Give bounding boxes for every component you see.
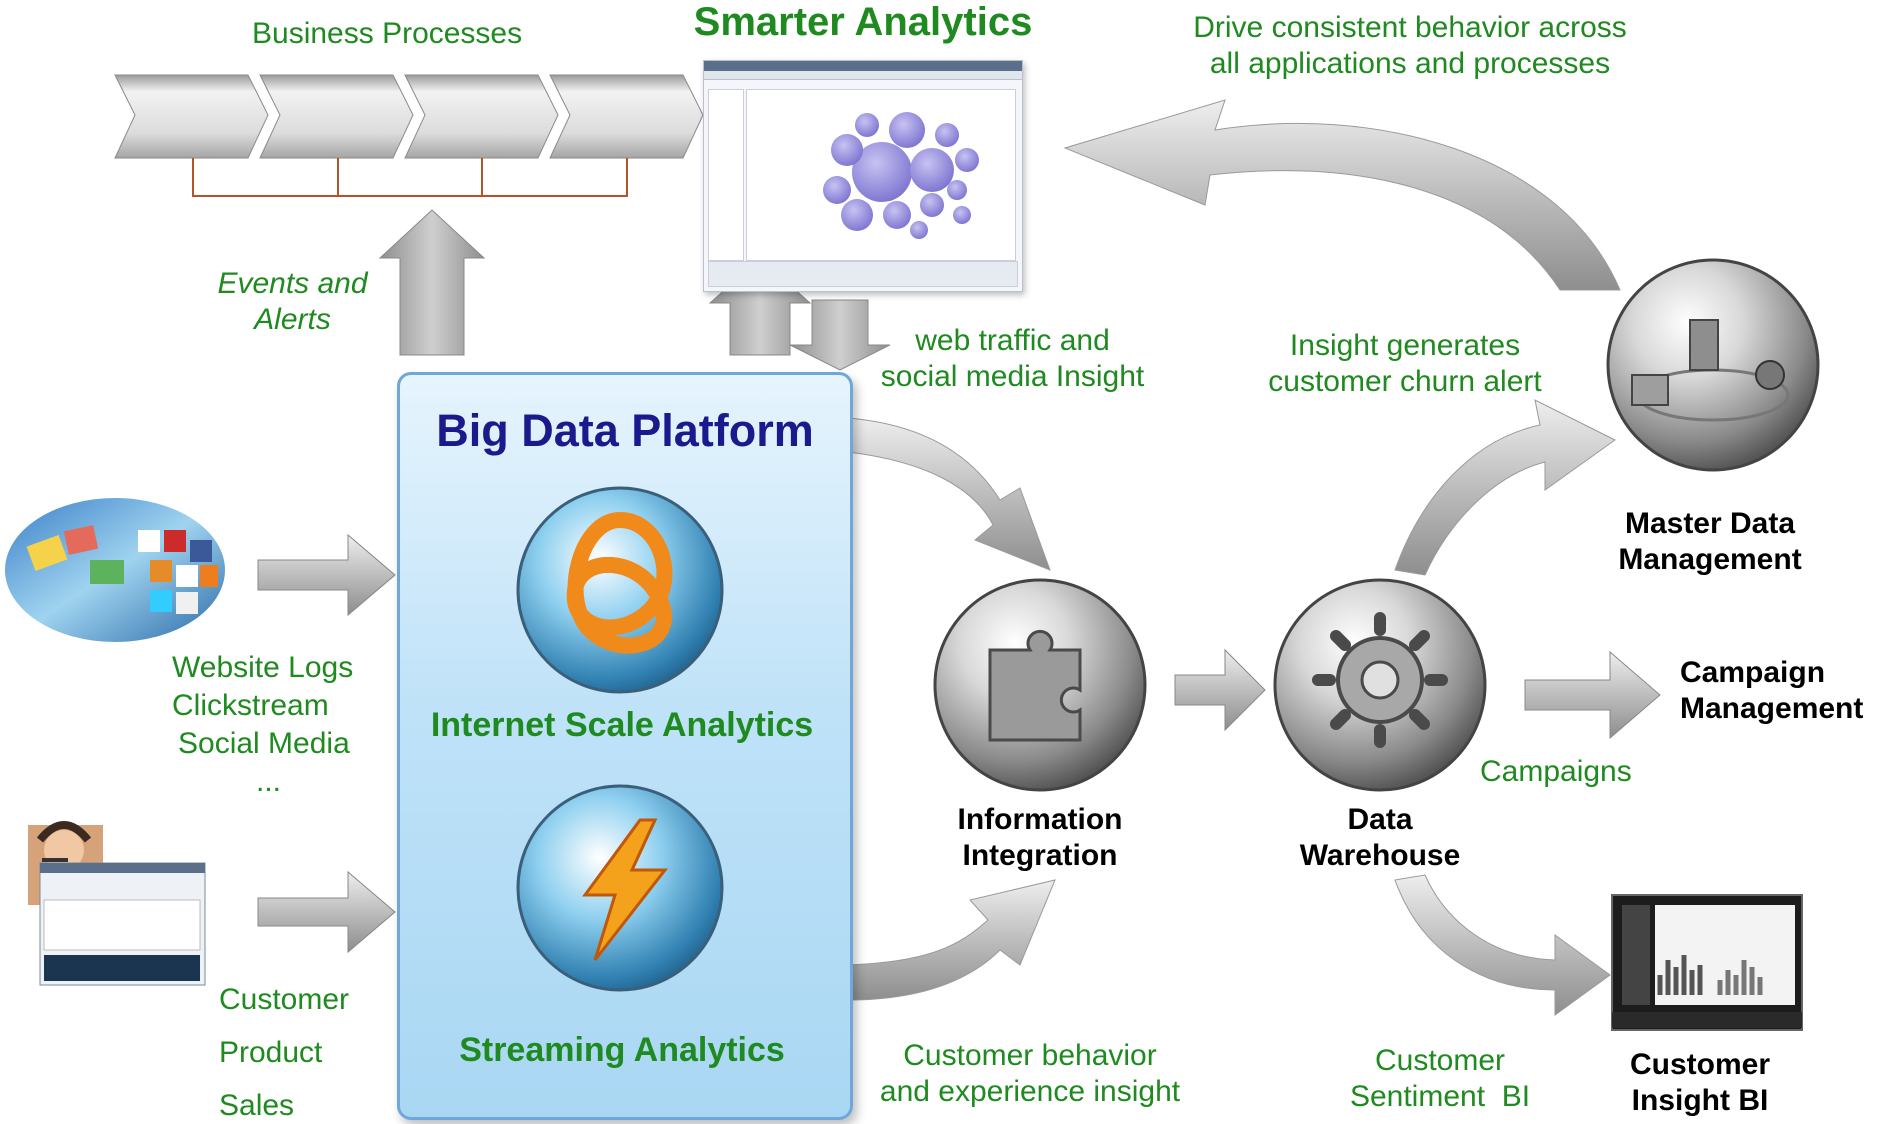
campaign-line-2: Management (1680, 692, 1864, 725)
sentiment-line-1: Customer (1374, 1044, 1506, 1077)
arrow-platform-to-integration-top (847, 417, 1051, 571)
internet-scale-label: Internet Scale Analytics (430, 706, 814, 744)
platform-title: Big Data Platform (436, 405, 814, 456)
arrow-call-to-platform (257, 870, 396, 954)
customer-insight-bi-label: Customer Insight BI (1580, 1047, 1820, 1119)
ellipsis: ... (256, 765, 282, 798)
streaming-label: Streaming Analytics (459, 1031, 785, 1069)
campaign-line-1: Campaign (1680, 656, 1826, 689)
customer-bi-line-1: Customer (1629, 1048, 1771, 1081)
customer-bi-monitor (1611, 894, 1803, 1031)
streaming-icon (516, 784, 724, 992)
website-logs: Website Logs (172, 651, 354, 684)
web-traffic-line-2: social media Insight (880, 360, 1145, 393)
customer-behavior-label: Customer behavior and experience insight (860, 1038, 1200, 1110)
master-data-label: Master Data Management (1555, 506, 1865, 578)
customer-bi-line-2: Insight BI (1631, 1084, 1769, 1117)
web-sources-label: Website Logs Clickstream Social Media ..… (172, 650, 402, 800)
arrow-integration-to-warehouse (1174, 648, 1266, 732)
product: Product (219, 1036, 323, 1069)
drive-consistent-line-2: all applications and processes (1209, 47, 1611, 80)
integration-line-2: Integration (962, 839, 1118, 872)
business-processes-label: Business Processes (252, 17, 523, 50)
web-sources-image (5, 498, 225, 642)
insight-churn-label: Insight generates customer churn alert (1245, 328, 1565, 400)
sphere-data-warehouse (1273, 578, 1487, 792)
bubble-chart-image (823, 112, 979, 239)
sales: Sales (219, 1089, 295, 1122)
campaign-management-label: Campaign Management (1680, 655, 1875, 727)
sentiment-line-2: Sentiment BI (1349, 1080, 1531, 1113)
social-media: Social Media (178, 727, 350, 760)
chevron-4 (549, 74, 704, 159)
arrow-up-events (378, 209, 486, 356)
customer-sources-label: Customer Product Sales (219, 982, 419, 1124)
smarter-analytics-screenshot (703, 60, 1023, 292)
warehouse-line-1: Data (1347, 803, 1413, 836)
arrow-platform-to-integration-bottom (847, 879, 1056, 1001)
call-center-image (28, 821, 206, 986)
arrow-warehouse-to-bi (1394, 874, 1611, 1016)
chevron-2 (259, 74, 414, 159)
sphere-information-integration (933, 578, 1147, 792)
events-alerts-line-2: Alerts (254, 303, 331, 336)
events-alerts-line-1: Events and (217, 267, 368, 300)
warehouse-line-2: Warehouse (1299, 839, 1461, 872)
master-data-line-2: Management (1618, 543, 1802, 576)
customer-sentiment-label: Customer Sentiment BI (1320, 1043, 1560, 1115)
process-connector (192, 158, 628, 197)
internet-scale-icon (516, 486, 724, 694)
web-traffic-line-1: web traffic and (915, 324, 1110, 357)
smarter-analytics-title: Smarter Analytics (693, 0, 1033, 44)
clickstream: Clickstream (172, 689, 329, 722)
web-traffic-label: web traffic and social media Insight (860, 323, 1165, 395)
customer-behavior-line-1: Customer behavior (903, 1039, 1157, 1072)
arrow-warehouse-to-master (1394, 399, 1616, 576)
chevron-1 (114, 74, 269, 159)
sphere-master-data (1606, 258, 1820, 472)
integration-line-1: Information (957, 803, 1123, 836)
arrow-warehouse-to-campaign (1524, 650, 1661, 740)
drive-consistent-line-1: Drive consistent behavior across (1193, 11, 1627, 44)
arrow-down-from-analytics (789, 299, 891, 371)
business-process-chevrons (114, 74, 704, 159)
drive-consistent-label: Drive consistent behavior across all app… (1130, 10, 1690, 82)
arrow-drive-consistent (1063, 99, 1621, 291)
insight-churn-line-1: Insight generates (1289, 329, 1521, 362)
chevron-3 (404, 74, 559, 159)
events-alerts-label: Events and Alerts (195, 266, 390, 338)
master-data-line-1: Master Data (1624, 507, 1796, 540)
information-integration-label: Information Integration (920, 802, 1160, 874)
campaigns-label: Campaigns (1480, 755, 1632, 788)
customer-behavior-line-2: and experience insight (879, 1075, 1181, 1108)
data-warehouse-label: Data Warehouse (1260, 802, 1500, 874)
customer: Customer (219, 983, 350, 1016)
arrow-web-to-platform (257, 533, 396, 617)
insight-churn-line-2: customer churn alert (1268, 365, 1542, 398)
